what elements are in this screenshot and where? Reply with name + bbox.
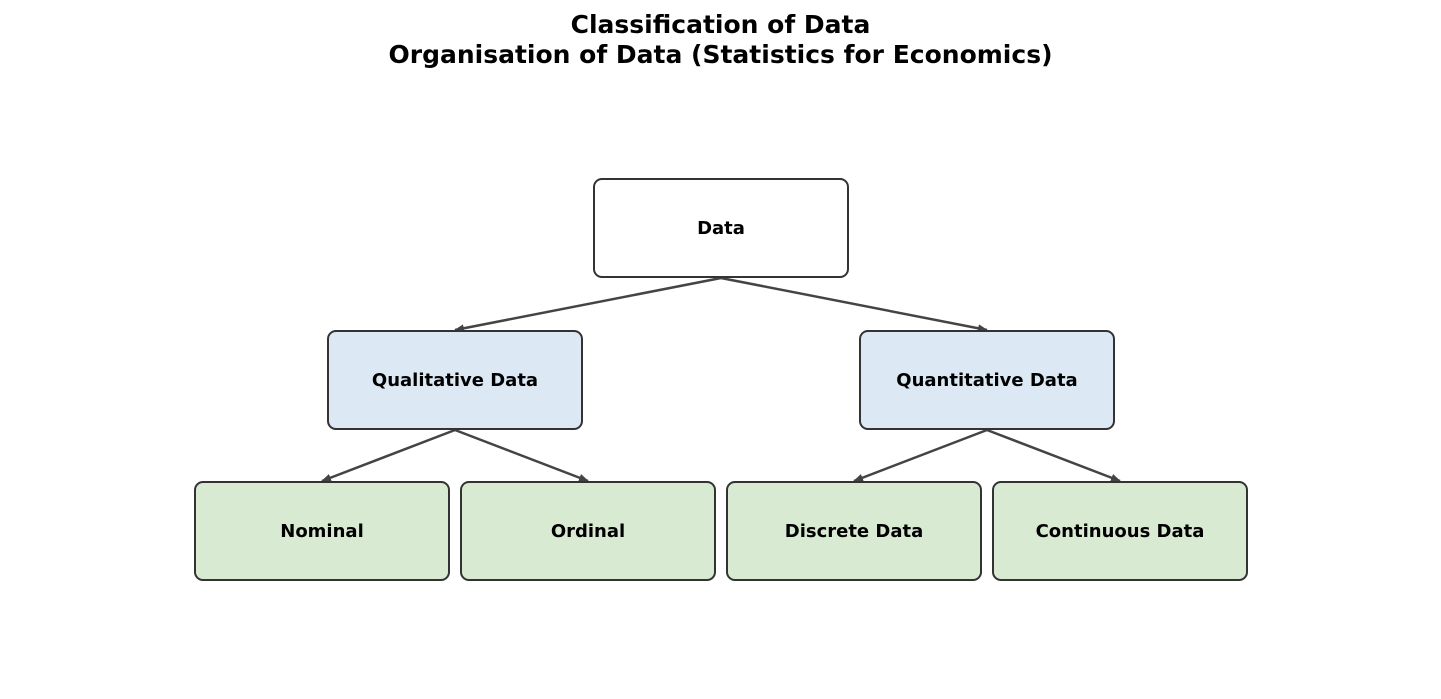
node-nominal: Nominal bbox=[194, 481, 450, 581]
title-line-1: Classification of Data bbox=[570, 10, 871, 39]
node-qualitative-data-label: Qualitative Data bbox=[371, 369, 539, 391]
edge-qualitative-to-ordinal bbox=[454, 428, 589, 483]
node-discrete-data-label: Discrete Data bbox=[784, 520, 924, 542]
node-nominal-label: Nominal bbox=[280, 520, 364, 542]
node-ordinal-label: Ordinal bbox=[550, 520, 626, 542]
node-continuous-data-label: Continuous Data bbox=[1035, 520, 1205, 542]
node-discrete-data: Discrete Data bbox=[726, 481, 982, 581]
edge-root-to-qualitative bbox=[454, 276, 722, 333]
edge-quantitative-to-discrete bbox=[853, 428, 988, 483]
edge-quantitative-to-continuous bbox=[986, 428, 1121, 483]
diagram-title: Classification of Data Organisation of D… bbox=[0, 10, 1441, 70]
node-ordinal: Ordinal bbox=[460, 481, 716, 581]
node-qualitative-data: Qualitative Data bbox=[327, 330, 583, 430]
edge-root-to-quantitative bbox=[720, 276, 988, 333]
node-quantitative-data: Quantitative Data bbox=[859, 330, 1115, 430]
edge-qualitative-to-nominal bbox=[321, 428, 456, 483]
title-line-2: Organisation of Data (Statistics for Eco… bbox=[388, 40, 1053, 69]
node-data-label: Data bbox=[697, 217, 745, 239]
node-quantitative-data-label: Quantitative Data bbox=[896, 369, 1078, 391]
node-data: Data bbox=[593, 178, 849, 278]
node-continuous-data: Continuous Data bbox=[992, 481, 1248, 581]
